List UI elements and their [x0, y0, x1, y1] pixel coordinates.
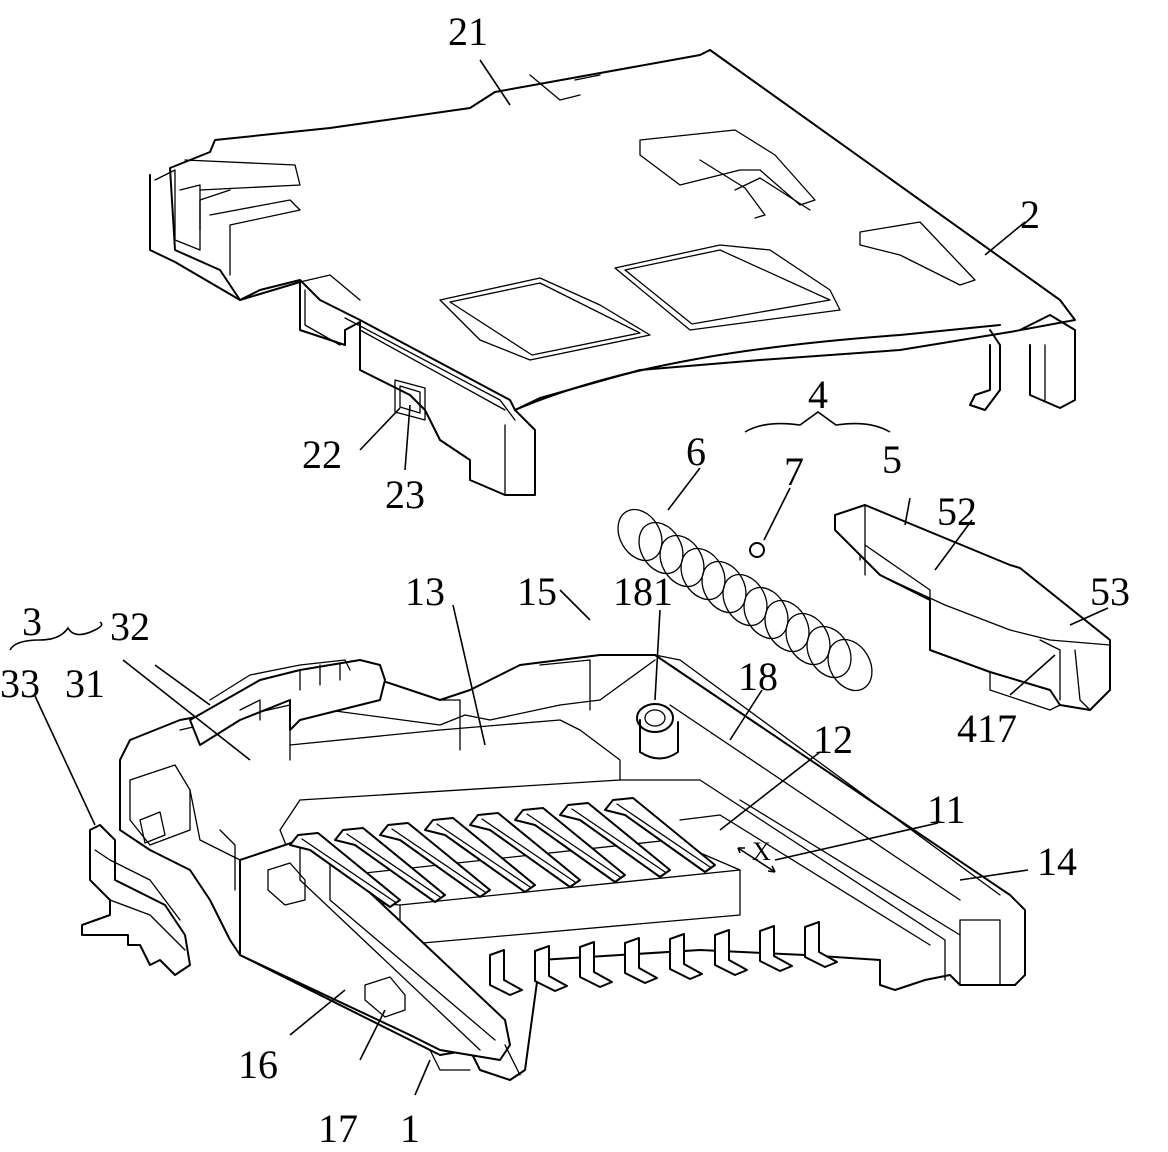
label-13: 13 — [405, 569, 445, 614]
label-52: 52 — [937, 489, 977, 534]
label-5: 5 — [882, 437, 902, 482]
label-18: 18 — [738, 654, 778, 699]
label-16: 16 — [238, 1042, 278, 1087]
label-7: 7 — [784, 449, 804, 494]
label-53: 53 — [1090, 569, 1130, 614]
label-21: 21 — [448, 9, 488, 54]
label-417: 417 — [957, 706, 1017, 751]
label-32: 32 — [110, 604, 150, 649]
label-1: 1 — [400, 1106, 420, 1151]
label-33: 33 — [0, 661, 40, 706]
slider-part — [835, 505, 1110, 710]
label-6: 6 — [686, 429, 706, 474]
label-14: 14 — [1037, 839, 1077, 884]
label-15: 15 — [517, 569, 557, 614]
label-22: 22 — [302, 432, 342, 477]
label-31: 31 — [65, 661, 105, 706]
shell-part — [150, 50, 1075, 495]
label-181: 181 — [613, 569, 673, 614]
label-3: 3 — [22, 599, 42, 644]
label-17: 17 — [318, 1106, 358, 1151]
label-x-direction: X — [752, 837, 771, 866]
slider-body — [835, 505, 1110, 710]
housing-post — [637, 704, 673, 732]
housing-part — [120, 655, 1025, 1080]
label-11: 11 — [927, 787, 966, 832]
label-4: 4 — [808, 372, 828, 417]
label-12: 12 — [813, 717, 853, 762]
ball-part — [750, 543, 764, 557]
label-23: 23 — [385, 472, 425, 517]
shell-top-plate — [170, 50, 1075, 410]
label-2: 2 — [1020, 192, 1040, 237]
